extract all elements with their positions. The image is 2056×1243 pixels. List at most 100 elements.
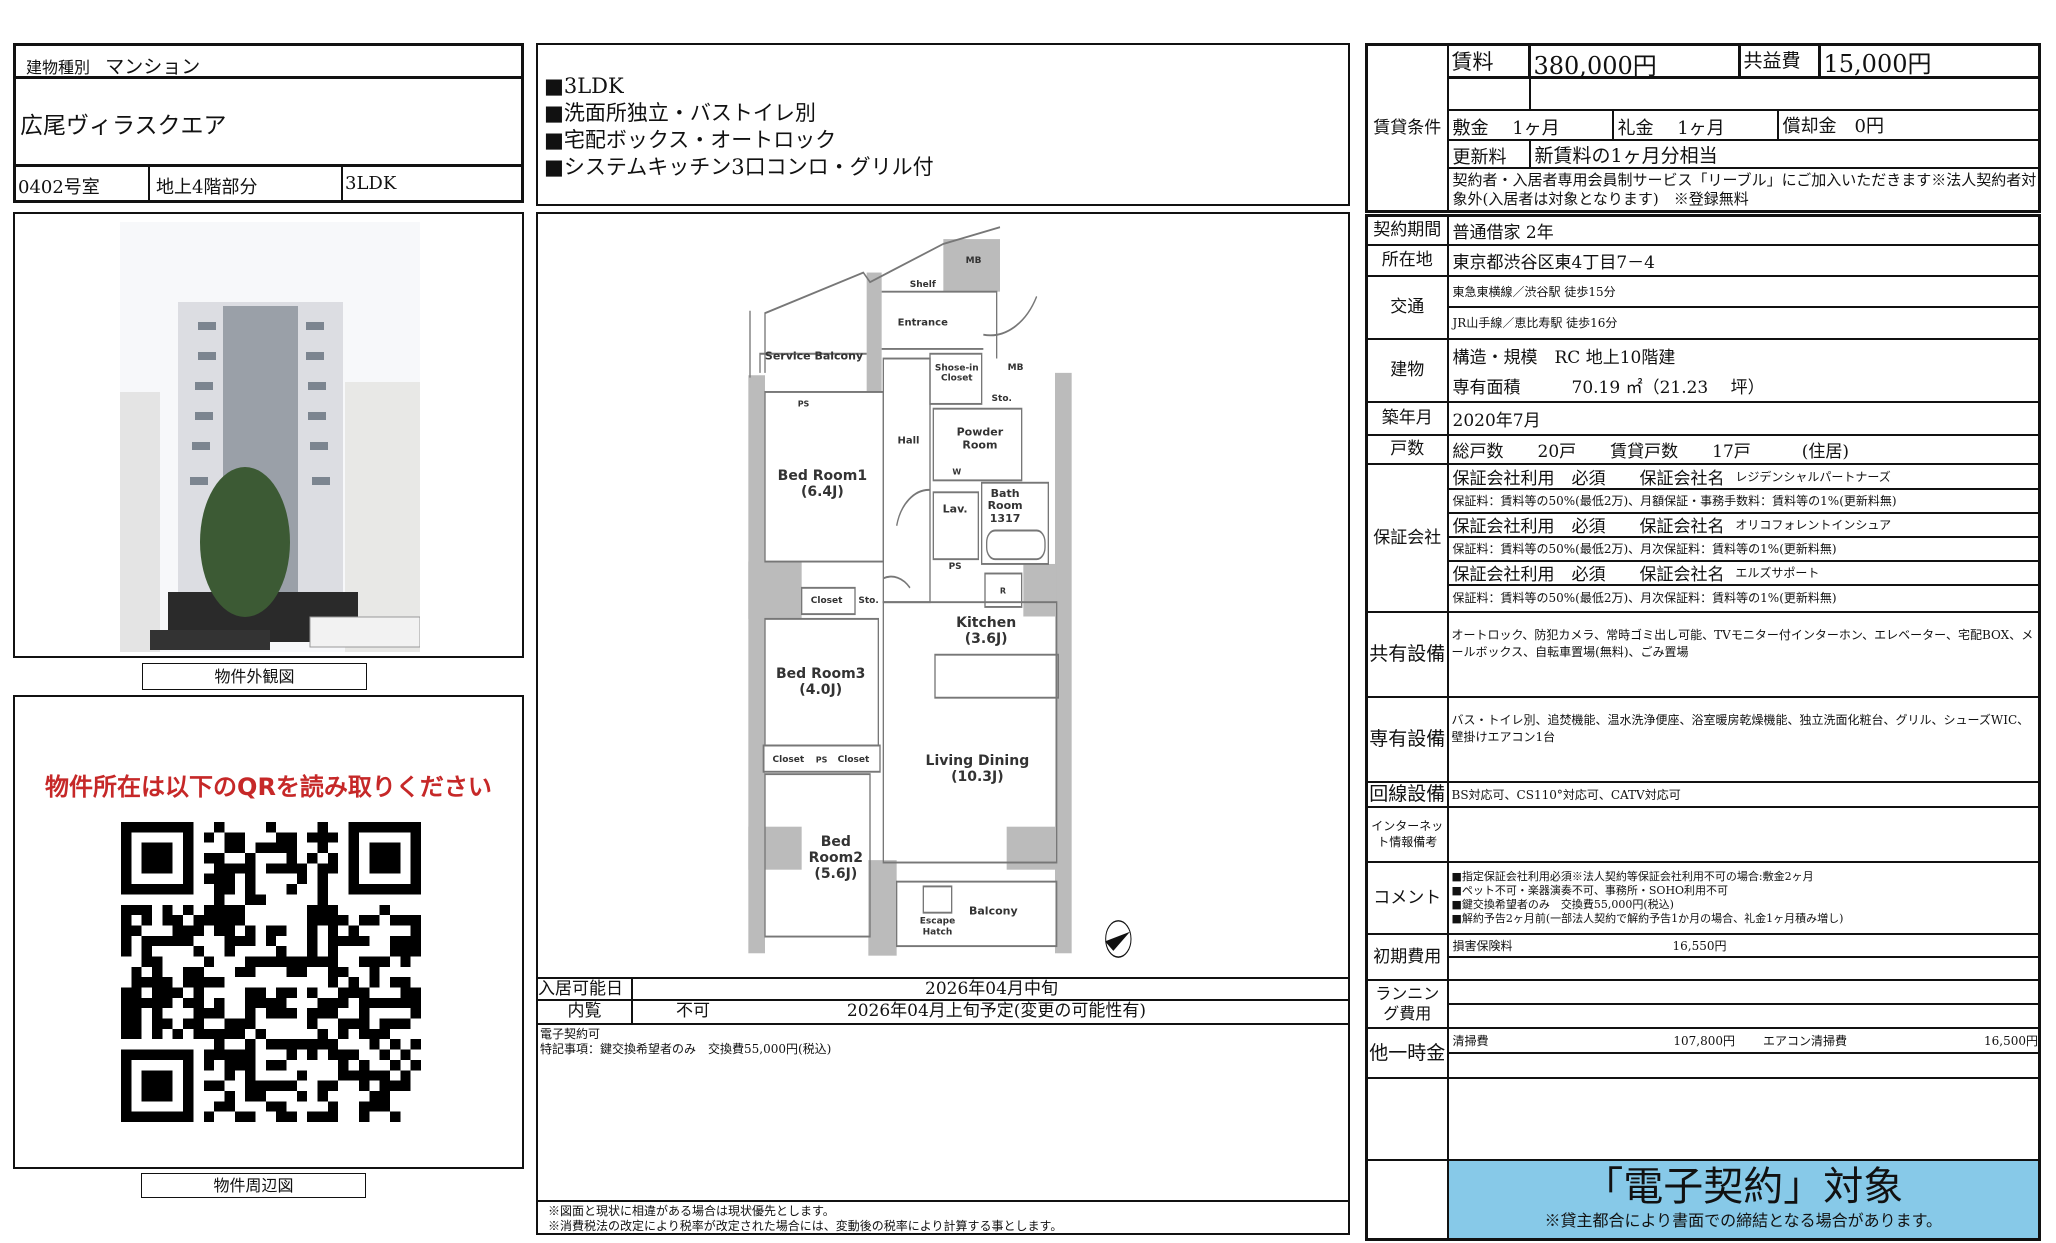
- qr-module: [286, 1080, 297, 1091]
- note-line: 特記事項：鍵交換希望者のみ 交換費55,000円(税込): [540, 1042, 832, 1056]
- qr-module: [245, 1070, 256, 1081]
- qr-module: [317, 997, 328, 1009]
- qr-module: [276, 1008, 287, 1019]
- qr-module: [379, 956, 390, 967]
- qr-module: [286, 1049, 297, 1060]
- qr-module: [296, 966, 308, 978]
- qr-code[interactable]: [121, 822, 421, 1122]
- qr-module: [307, 915, 318, 926]
- qr-module: [307, 987, 318, 998]
- qr-module: [307, 935, 318, 947]
- qr-module: [131, 977, 142, 988]
- fp-mb2: MB: [1007, 362, 1024, 373]
- qr-module: [203, 1008, 215, 1019]
- qr-module: [214, 1080, 225, 1091]
- qr-module: [203, 977, 215, 988]
- qr-module: [224, 863, 235, 874]
- qr-module: [214, 904, 225, 916]
- qr-module: [255, 1080, 266, 1091]
- address-value: 東京都渋谷区東4丁目7－4: [1446, 243, 2041, 277]
- key-money-label: 礼金: [1617, 118, 1654, 139]
- qr-module: [234, 1028, 246, 1040]
- comment-line: ■ペット不可・楽器演奏不可、事務所・SOHO利用不可: [1451, 883, 1729, 897]
- qr-module: [307, 853, 318, 864]
- qr-module: [152, 1008, 163, 1019]
- highlight-item: ■洗面所独立・バストイレ別: [544, 101, 816, 125]
- footer-note: ※図面と現状に相違がある場合は現状優先とします。: [548, 1204, 835, 1218]
- details-table: 契約期間普通借家 2年 所在地東京都渋谷区東4丁目7－4 交通 東急東横線／渋谷…: [1365, 214, 2041, 1241]
- fp-lav: Lav.: [942, 502, 968, 516]
- address-label: 所在地: [1365, 243, 1449, 277]
- compass-needle: [1105, 931, 1130, 951]
- qr-module: [224, 1028, 235, 1040]
- cleaning-value: 107,800円: [1673, 1033, 1736, 1048]
- qr-module: [152, 935, 163, 947]
- guarantor-name: エルズサポート: [1735, 566, 1820, 580]
- fp-sto: Sto.: [991, 393, 1012, 404]
- qr-module: [389, 1039, 401, 1050]
- qr-module: [358, 1018, 370, 1029]
- qr-module: [245, 1059, 256, 1071]
- qr-module: [193, 977, 204, 988]
- qr-module: [131, 997, 142, 1009]
- qr-module: [307, 1049, 318, 1060]
- qr-module: [307, 946, 318, 957]
- qr-module: [327, 904, 339, 916]
- qr-module: [214, 1049, 225, 1060]
- fp-closet: Closet: [772, 754, 805, 765]
- qr-module: [400, 956, 411, 967]
- renewal-value: 新賃料の1ヶ月分相当: [1534, 144, 1718, 167]
- qr-module: [317, 956, 328, 967]
- line-label: 回線設備: [1365, 780, 1449, 808]
- qr-module: [369, 997, 380, 1009]
- building-type-row: 建物種別 マンション: [16, 46, 521, 79]
- qr-module: [131, 904, 142, 916]
- qr-module: [327, 1080, 339, 1091]
- qr-module: [121, 1028, 132, 1040]
- units-value: 総戸数 20戸 賃貸戸数 17戸 (住居): [1446, 433, 2041, 465]
- qr-module: [214, 1101, 225, 1112]
- qr-module: [338, 1049, 349, 1060]
- building-type-value: マンション: [105, 56, 201, 78]
- qr-module: [265, 956, 277, 967]
- qr-module: [152, 956, 163, 967]
- qr-module: [348, 925, 359, 936]
- qr-module: [358, 1059, 370, 1071]
- guarantor-name: レジデンシャルパートナーズ: [1735, 470, 1891, 484]
- qr-module: [389, 1080, 401, 1091]
- qr-module: [358, 1070, 370, 1081]
- fp-mb: MB: [965, 255, 982, 266]
- qr-module: [234, 935, 246, 947]
- qr-module: [327, 1008, 339, 1019]
- building-label: 建物: [1365, 337, 1449, 403]
- qr-module: [379, 1049, 390, 1060]
- qr-module: [203, 853, 215, 864]
- qr-module: [141, 935, 153, 947]
- qr-module: [224, 935, 235, 947]
- qr-module: [307, 925, 318, 936]
- floorplan-frame: [536, 212, 1350, 1235]
- highlight-item: ■システムキッチン3口コンロ・グリル付: [544, 155, 934, 179]
- structure-value: 構造・規模 RC 地上10階建: [1452, 347, 1676, 368]
- fp-escape-hatch: Escape Hatch: [919, 916, 956, 938]
- note-line: 電子契約可: [540, 1027, 601, 1041]
- qr-module: [183, 904, 194, 916]
- qr-module: [379, 1090, 390, 1102]
- qr-module: [214, 894, 225, 905]
- qr-module: [317, 1111, 328, 1122]
- qr-module: [307, 1008, 318, 1019]
- qr-module: [379, 1070, 390, 1081]
- initial-cost-label: 初期費用: [1365, 932, 1449, 981]
- built-label: 築年月: [1365, 400, 1449, 436]
- qr-module: [400, 977, 411, 988]
- qr-finder: [141, 1070, 173, 1102]
- qr-module: [121, 987, 132, 998]
- insurance-value: 16,550円: [1672, 938, 1727, 953]
- qr-module: [245, 1111, 256, 1122]
- qr-module: [265, 1101, 277, 1112]
- qr-module: [265, 1039, 277, 1050]
- qr-module: [224, 1090, 235, 1102]
- qr-module: [369, 1090, 380, 1102]
- qr-module: [131, 925, 142, 936]
- qr-module: [389, 915, 401, 926]
